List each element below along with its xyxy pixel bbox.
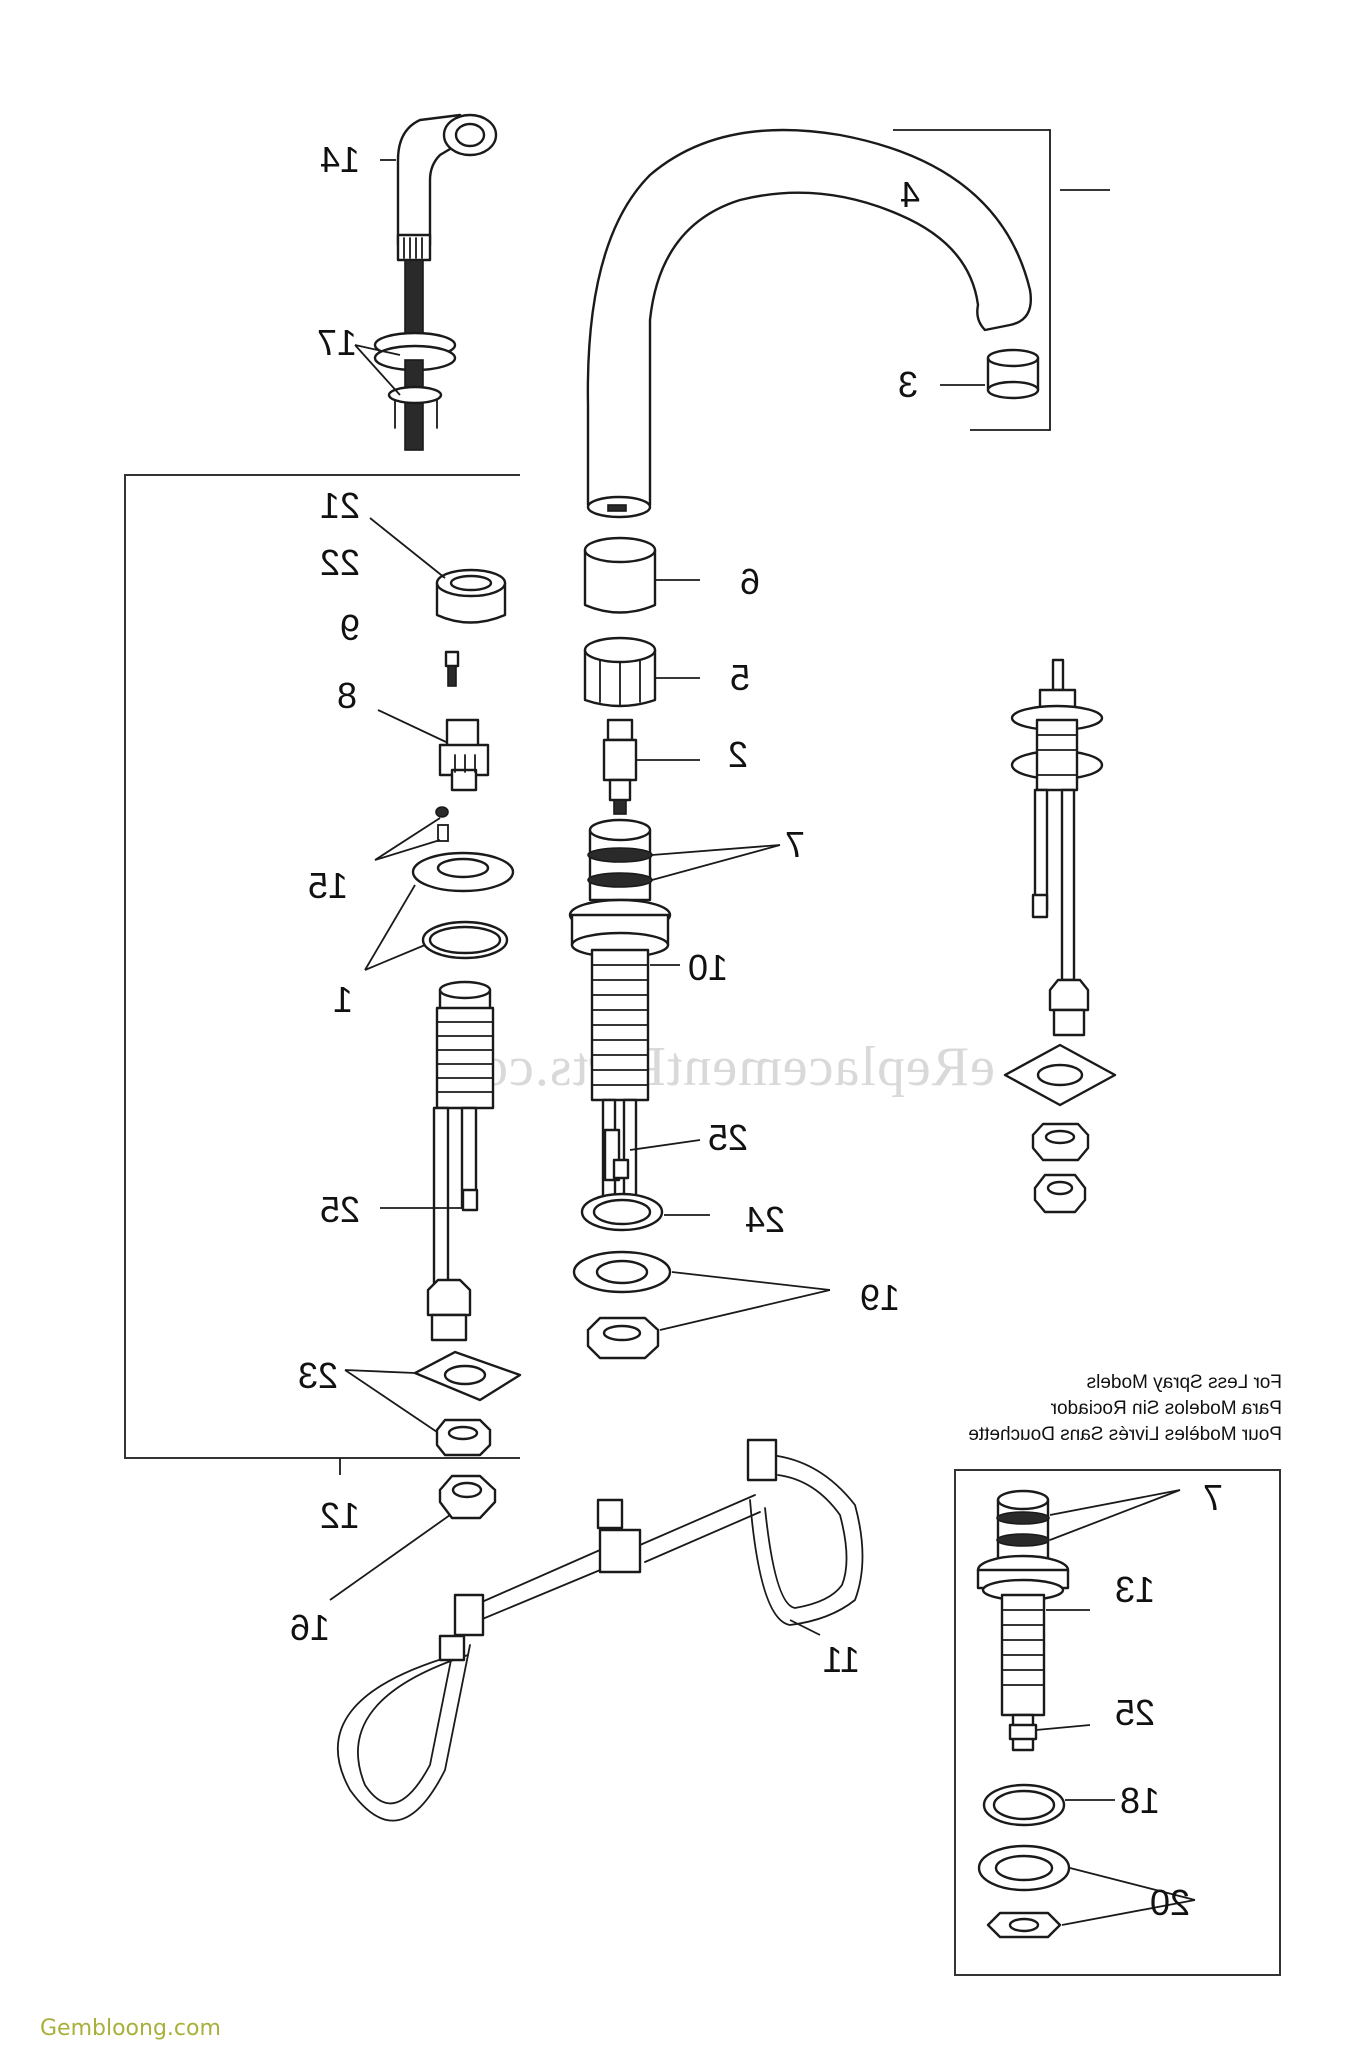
callout-2: 2: [728, 734, 748, 775]
callout-7-center: 7: [785, 824, 805, 865]
callout-24: 24: [745, 1199, 785, 1240]
part-spring-15: [435, 806, 449, 842]
note-line-2: Para Modelos Sin Rociador: [1050, 1398, 1282, 1419]
part-aerator-3: [986, 348, 1040, 400]
part-cap-21-22: [435, 568, 507, 624]
callout-25-left: 25: [320, 1189, 360, 1230]
svg-text:eReplacementParts.com: eReplacementParts.com: [434, 1036, 995, 1098]
note-line-3: Pour Modèles Livrés Sans Douchette: [968, 1424, 1282, 1445]
assembly-12-bracket: [124, 474, 520, 1459]
part-less-spray-valve-13: [976, 1489, 1070, 1752]
callout-15: 15: [308, 865, 348, 906]
less-spray-box: [954, 1469, 1281, 1976]
callout-14: 14: [320, 139, 360, 180]
part-washer-nut-19: [572, 1250, 672, 1360]
part-sleeve-6: [583, 536, 657, 614]
part-handle-8: [438, 718, 490, 792]
callout-12: 12: [320, 1495, 360, 1536]
part-stem-2: [602, 718, 638, 815]
callout-17: 17: [317, 322, 357, 363]
part-washer-nut-20: [977, 1844, 1071, 1939]
part-gasket-23: [413, 1350, 522, 1457]
callout-23: 23: [298, 1355, 338, 1396]
callout-1: 1: [333, 979, 353, 1020]
callout-25-box: 25: [1115, 1692, 1155, 1733]
callout-4: 4: [900, 174, 920, 215]
credit-watermark: Gembloong.com: [40, 2016, 221, 2041]
callout-18: 18: [1120, 1780, 1160, 1821]
callout-22: 22: [320, 542, 360, 583]
callout-19: 19: [860, 1277, 900, 1318]
part-shank: [426, 980, 495, 1342]
part-valve-10: [568, 818, 672, 1222]
watermark: eReplacementParts.com: [434, 1036, 995, 1098]
part-washer-24: [580, 1192, 664, 1232]
callout-7-box: 7: [1203, 1477, 1223, 1518]
callout-11: 11: [823, 1639, 860, 1680]
callout-9: 9: [340, 607, 360, 648]
callout-labels: 14 17 21 22 9 8 15 1 25 23 12 16 4 3 6 5…: [290, 139, 1282, 1923]
part-spout-4: [586, 128, 1032, 519]
part-nut-16: [438, 1474, 497, 1520]
callout-20: 20: [1150, 1882, 1190, 1923]
callout-16: 16: [290, 1607, 330, 1648]
callout-25-center: 25: [708, 1117, 748, 1158]
part-washer-18: [982, 1783, 1066, 1827]
callout-6: 6: [740, 561, 760, 602]
part-escutcheon-1: [411, 851, 515, 960]
part-hose-11: [336, 1438, 864, 1822]
part-right-valve: [1003, 658, 1117, 1214]
callout-8: 8: [337, 675, 357, 716]
part-sprayer-14: [373, 113, 498, 451]
callout-3: 3: [898, 364, 918, 405]
callout-10: 10: [688, 947, 728, 988]
callout-13: 13: [1115, 1569, 1155, 1610]
note-line-1: For Less Spray Models: [1087, 1372, 1282, 1393]
part-nut-5: [583, 636, 657, 708]
part-screw-9: [444, 650, 460, 687]
callout-21: 21: [320, 485, 360, 526]
callout-5: 5: [730, 657, 750, 698]
